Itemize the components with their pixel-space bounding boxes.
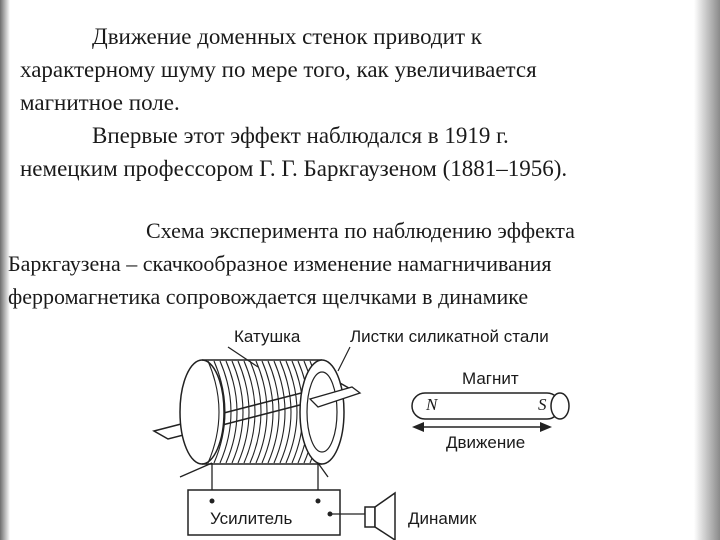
sheets-leader-line <box>337 346 351 372</box>
sheets-label: Листки силикатной стали <box>350 327 549 346</box>
slide-edge-right <box>694 0 720 540</box>
coil-label: Катушка <box>234 327 301 346</box>
speaker-cone <box>374 491 396 540</box>
coil-leader-line <box>227 346 259 368</box>
intro-line: немецким профессором Г. Г. Баркгаузеном … <box>20 156 568 181</box>
caption-line: ферромагнетика сопровождается щелчками в… <box>8 284 529 309</box>
speaker-magnet <box>364 506 376 528</box>
coil-left-end <box>179 359 225 465</box>
motion-label: Движение <box>446 433 526 452</box>
diagram-drawing <box>152 346 570 540</box>
south-pole-label: S <box>538 395 547 414</box>
intro-line: Движение доменных стенок приводит к <box>92 24 482 49</box>
figure-caption-paragraph: Схема эксперимента по наблюдению эффекта… <box>8 214 708 313</box>
amplifier-label: Усилитель <box>210 509 293 528</box>
slide-edge-left <box>0 0 10 540</box>
intro-paragraph: Движение доменных стенок приводит к хара… <box>20 20 700 185</box>
caption-line: Баркгаузена – скачкообразное изменение н… <box>8 251 552 276</box>
intro-line: характерному шуму по мере того, как увел… <box>20 57 537 82</box>
north-pole-label: N <box>426 395 438 414</box>
speaker-label: Динамик <box>408 509 477 528</box>
intro-line: Впервые этот эффект наблюдался в 1919 г. <box>92 123 509 148</box>
caption-line: Схема эксперимента по наблюдению эффекта <box>146 218 575 243</box>
intro-line: магнитное поле. <box>20 90 180 115</box>
magnet-label: Магнит <box>462 369 519 388</box>
amplifier-box <box>187 489 341 536</box>
barkhausen-experiment-diagram: Катушка Листки силикатной стали Магнит N… <box>150 327 595 540</box>
